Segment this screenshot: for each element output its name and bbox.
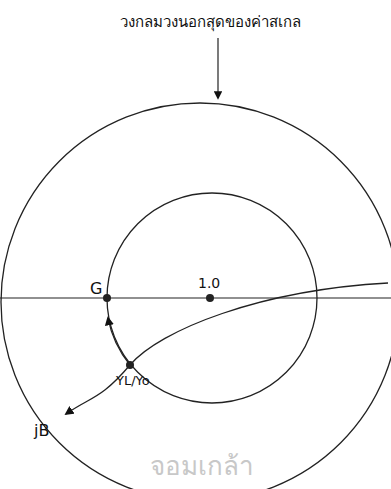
point-label: 1.0 [198,276,220,291]
point-label: YL/Yo [116,374,150,388]
watermark: จอมเกล้า [150,452,254,481]
pointer-caption: วงกลมวงนอกสุดของค่าสเกล [120,14,301,31]
outer-scale-circle [1,103,391,489]
load-point [126,361,134,369]
center-point [206,294,214,302]
point-label: G [90,280,102,298]
g-circle-arrow [108,318,130,365]
pointer-arrow [217,38,218,98]
susceptance-curve [66,283,388,414]
axis-label: jB [34,422,49,440]
g-point [103,294,111,302]
real-axis [0,297,391,298]
